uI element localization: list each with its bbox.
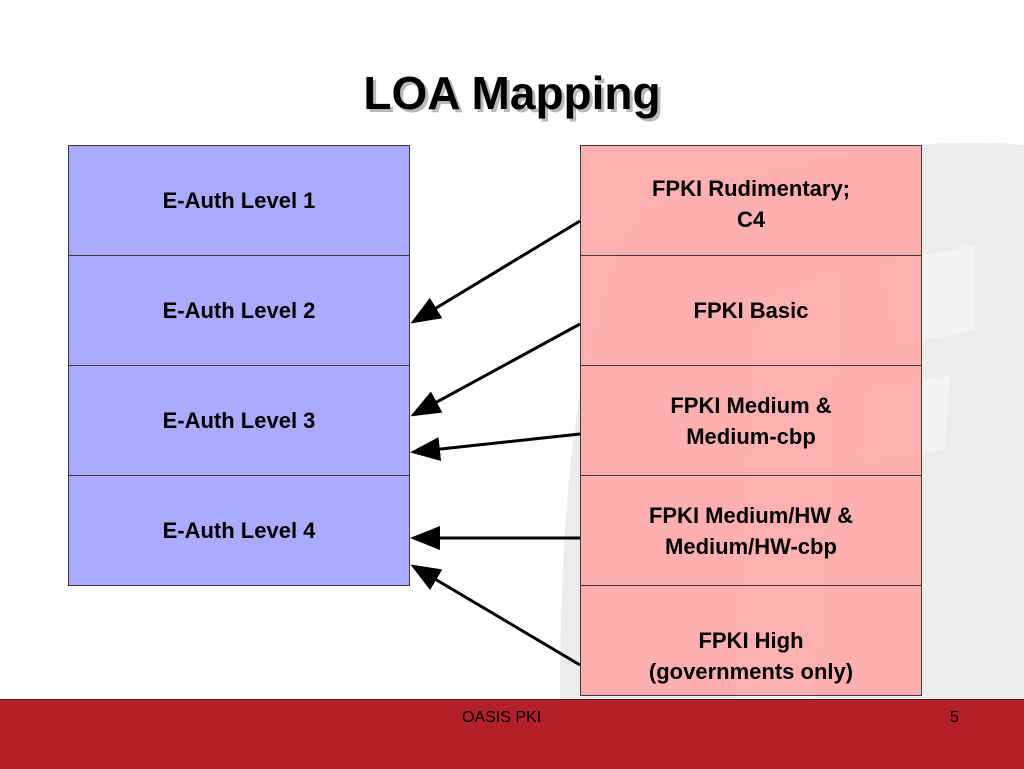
fpki-rudimentary-box: FPKI Rudimentary;C4 [580,145,922,256]
box-label: FPKI Medium &Medium-cbp [670,393,832,449]
arrow-basic-to-level-3 [410,322,581,417]
box-label: E-Auth Level 1 [162,188,316,213]
e-auth-levels-column: E-Auth Level 1 E-Auth Level 2 E-Auth Lev… [68,145,410,586]
e-auth-level-3-box: E-Auth Level 3 [68,365,410,476]
fpki-medium-box: FPKI Medium &Medium-cbp [580,365,922,476]
box-label: FPKI Rudimentary;C4 [651,176,851,232]
box-label: E-Auth Level 2 [162,298,316,323]
box-label: FPKI Medium/HW &Medium/HW-cbp [648,503,854,559]
fpki-medium-hw-box: FPKI Medium/HW &Medium/HW-cbp [580,475,922,586]
box-label: E-Auth Level 4 [162,518,316,543]
box-label: FPKI High(governments only) [648,628,854,684]
arrow-medium-to-level-3 [410,432,581,462]
box-label: E-Auth Level 3 [162,408,316,433]
fpki-high-box: FPKI High(governments only) [580,585,922,696]
fpki-levels-column: FPKI Rudimentary;C4 FPKI Basic FPKI Medi… [580,145,922,696]
arrow-rudimentary-to-level-2 [410,219,581,324]
slide-title: LOA Mapping [363,67,661,119]
arrow-high-to-level-4 [410,564,581,667]
e-auth-level-2-box: E-Auth Level 2 [68,255,410,366]
e-auth-level-4-box: E-Auth Level 4 [68,475,410,586]
footer-label: OASIS PKI [462,709,542,726]
box-label: FPKI Basic [693,298,809,323]
footer-band: OASIS PKI 5 [0,699,1024,769]
page-number: 5 [950,709,959,726]
fpki-basic-box: FPKI Basic [580,255,922,366]
